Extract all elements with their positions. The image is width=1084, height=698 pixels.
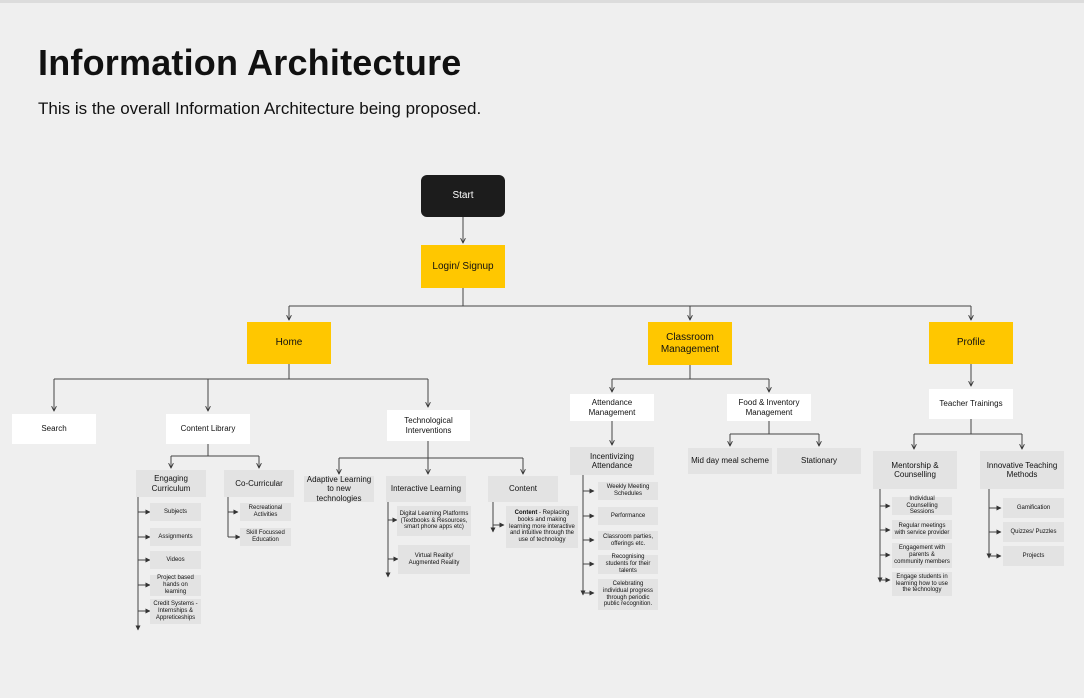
leaf-engagement-parents: Engagement with parents & community memb… xyxy=(892,543,952,568)
leaf-weekly-meeting: Weekly Meeting Schedules xyxy=(598,482,658,500)
adaptive-learning-node: Adaptive Learning to new technologies xyxy=(304,475,374,503)
leaf-quizzes-puzzles: Quizzes/ Puzzles xyxy=(1003,522,1064,542)
engaging-curriculum-node: Engaging Curriculum xyxy=(136,470,206,497)
content-detail-text: Content - Replacing books and making lea… xyxy=(508,510,576,544)
leaf-skill-focussed: Skill Focussed Education xyxy=(240,528,291,546)
innovative-teaching-node: Innovative Teaching Methods xyxy=(980,451,1064,489)
home-node: Home xyxy=(247,322,331,364)
content-detail-rest: - Replacing books and making learning mo… xyxy=(509,509,575,544)
stationary-node: Stationary xyxy=(777,448,861,474)
leaf-gamification: Gamification xyxy=(1003,498,1064,518)
leaf-content-detail: Content - Replacing books and making lea… xyxy=(506,506,578,548)
leaf-classroom-parties: Classroom parties, offerings etc. xyxy=(598,531,658,550)
leaf-individual-counselling: Individual Counselling Sessions xyxy=(892,496,952,515)
leaf-subjects: Subjects xyxy=(150,503,201,521)
leaf-engage-students: Engage students in learning how to use t… xyxy=(892,572,952,596)
content-detail-bold: Content xyxy=(514,509,538,516)
leaf-recreational: Recreational Activities xyxy=(240,503,291,521)
leaf-celebrating-progress: Celebrating individual progress through … xyxy=(598,579,658,610)
leaf-performance: Performance xyxy=(598,507,658,525)
teacher-trainings-node: Teacher Trainings xyxy=(929,389,1013,419)
content-node: Content xyxy=(488,476,558,502)
leaf-credit-systems: Credit Systems - Internships & Appretice… xyxy=(150,599,201,624)
leaf-project-based: Project based hands on learning xyxy=(150,575,201,596)
content-library-node: Content Library xyxy=(166,414,250,444)
technological-interventions-node: Technological Interventions xyxy=(387,410,470,441)
classroom-management-node: Classroom Management xyxy=(648,322,732,365)
search-node: Search xyxy=(12,414,96,444)
leaf-digital-learning: Digital Learning Platforms (Textbooks & … xyxy=(397,506,471,536)
login-signup-node: Login/ Signup xyxy=(421,245,505,288)
leaf-recognising-students: Recognising students for their talents xyxy=(598,554,658,574)
leaf-projects: Projects xyxy=(1003,546,1064,566)
page-subtitle: This is the overall Information Architec… xyxy=(38,99,482,118)
start-node: Start xyxy=(421,175,505,217)
profile-node: Profile xyxy=(929,322,1013,364)
leaf-assignments: Assignments xyxy=(150,528,201,546)
attendance-management-node: Attendance Management xyxy=(570,394,654,421)
page-title: Information Architecture xyxy=(38,42,462,83)
mid-day-meal-node: Mid day meal scheme xyxy=(688,448,772,474)
co-curricular-node: Co-Curricular xyxy=(224,470,294,497)
interactive-learning-node: Interactive Learning xyxy=(386,476,466,502)
leaf-regular-meetings: Regular meetings with service provider xyxy=(892,520,952,539)
leaf-videos: Videos xyxy=(150,551,201,569)
mentorship-counselling-node: Mentorship & Counselling xyxy=(873,451,957,489)
incentivizing-attendance-node: Incentivizing Attendance xyxy=(570,447,654,475)
leaf-vr-ar: Virtual Reality/ Augmented Reality xyxy=(398,545,470,574)
food-inventory-node: Food & Inventory Management xyxy=(727,394,811,421)
